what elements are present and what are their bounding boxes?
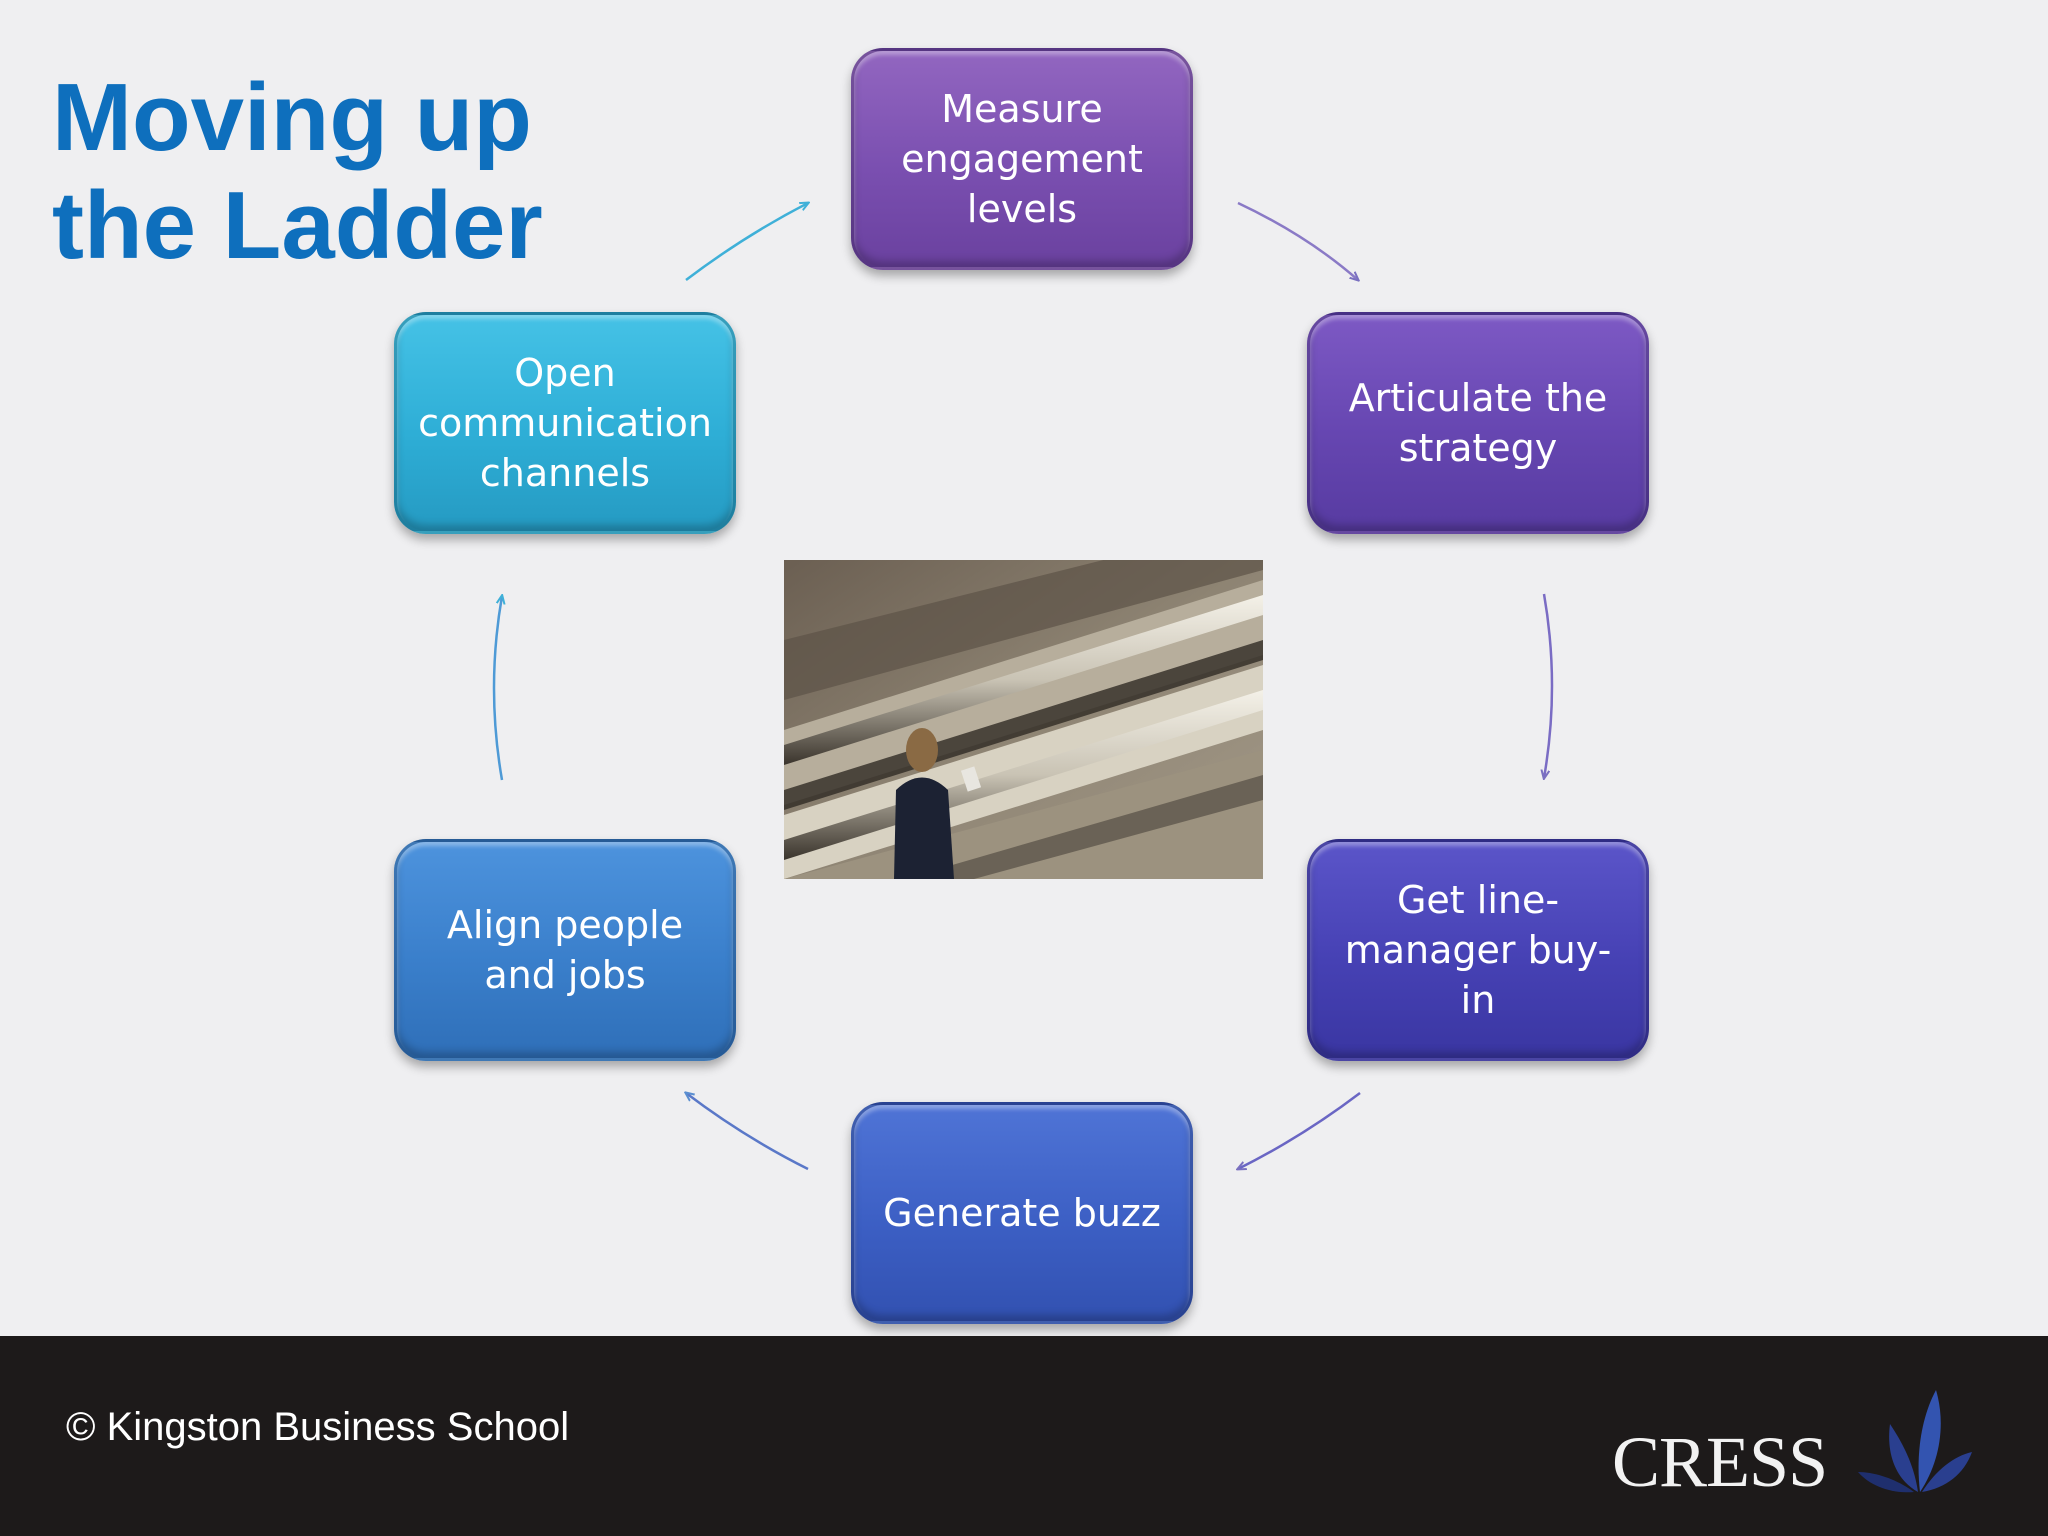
copyright-text: © Kingston Business School [66,1405,570,1449]
arrow-3-to-4 [1238,1092,1361,1169]
step-label: Articulate the strategy [1348,376,1608,470]
step-measure-engagement-levels: Measure engagement levels [851,48,1193,270]
cress-leaf-icon [1858,1390,1972,1493]
title-line-1: Moving up [52,64,532,171]
arrow-6-to-1 [685,203,808,281]
slide-title: Moving up the Ladder [52,64,543,280]
slide: Moving up the Ladder Measure engagement … [52,48,1649,1324]
arrow-4-to-5 [686,1093,809,1171]
step-label: Generate buzz [883,1191,1161,1235]
step-articulate-the-strategy: Articulate the strategy [1307,312,1649,534]
escalator-photo [784,560,1263,879]
step-label: Measure engagement levels [901,87,1143,231]
title-line-2: the Ladder [52,172,543,279]
step-label: Get line-manager buy-in [1344,878,1612,1022]
step-generate-buzz: Generate buzz [851,1102,1193,1324]
step-open-communication-channels: Open communication channels [394,312,736,534]
arrow-1-to-2 [1237,201,1358,280]
step-label: Align people and jobs [446,903,684,997]
arrow-2-to-3 [1544,593,1554,778]
cress-logo-text: CRESS [1612,1422,1828,1502]
step-get-line-manager-buy-in: Get line-manager buy-in [1307,839,1649,1061]
step-label: Open communication channels [418,351,712,495]
footer [0,1336,2048,1536]
arrow-5-to-6 [492,596,502,781]
step-align-people-and-jobs: Align people and jobs [394,839,736,1061]
